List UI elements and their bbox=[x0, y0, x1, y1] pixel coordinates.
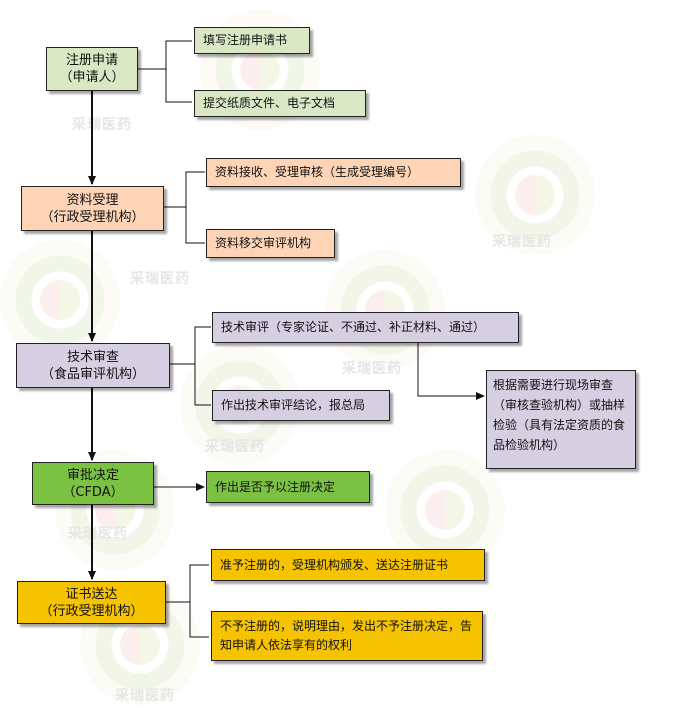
watermark-logo bbox=[475, 135, 595, 255]
action-issue-certificate: 准予注册的，受理机构颁发、送达注册证书 bbox=[211, 549, 485, 581]
connector-step5-actions bbox=[189, 564, 209, 638]
step-title: 注册申请 bbox=[65, 53, 118, 68]
step-title: 证书送达 bbox=[65, 586, 118, 602]
step-subtitle: （申请人） bbox=[59, 70, 125, 85]
step-technical-review: 技术审查 （食品审评机构） bbox=[16, 343, 170, 388]
step-subtitle: （行政受理机构） bbox=[39, 603, 144, 619]
action-reject-with-reasons: 不予注册的，说明理由，发出不予注册决定，告知申请人依法享有的权利 bbox=[211, 611, 483, 661]
step-subtitle: （CFDA） bbox=[62, 484, 124, 500]
watermark-text: 采瑞医药 bbox=[342, 361, 402, 377]
action-registration-decision: 作出是否予以注册决定 bbox=[206, 471, 370, 503]
watermark-text: 采瑞医药 bbox=[115, 688, 175, 704]
step-registration-application: 注册申请 （申请人） bbox=[46, 47, 138, 91]
step-title: 资料受理 bbox=[66, 192, 119, 208]
watermark-logo bbox=[0, 240, 120, 360]
step-document-acceptance: 资料受理 （行政受理机构） bbox=[21, 186, 164, 231]
action-submit-documents: 提交纸质文件、电子文档 bbox=[194, 90, 366, 117]
action-receive-and-review: 资料接收、受理审核（生成受理编号） bbox=[206, 158, 461, 187]
action-onsite-inspection-or-sampling: 根据需要进行现场审查（审核查验机构）或抽样检验（具有法定资质的食品检验机构） bbox=[486, 370, 636, 469]
step-subtitle: （行政受理机构） bbox=[40, 209, 145, 225]
action-fill-application-form: 填写注册申请书 bbox=[194, 27, 310, 54]
watermark-text: 采瑞医药 bbox=[492, 234, 552, 250]
step-subtitle: （食品审评机构） bbox=[40, 366, 145, 382]
connector-step3-sub-action bbox=[417, 343, 485, 400]
connector-step2-actions bbox=[185, 171, 205, 244]
step-certificate-delivery: 证书送达 （行政受理机构） bbox=[17, 581, 166, 624]
action-technical-evaluation: 技术审评（专家论证、不通过、补正材料、通过） bbox=[212, 312, 519, 343]
step-title: 审批决定 bbox=[66, 467, 119, 483]
step-approval-decision: 审批决定 （CFDA） bbox=[32, 462, 154, 505]
connector-step1-actions bbox=[165, 40, 192, 103]
watermark-text: 采瑞医药 bbox=[205, 439, 265, 455]
action-transfer-to-review: 资料移交审评机构 bbox=[206, 229, 335, 258]
step-title: 技术审查 bbox=[66, 349, 119, 365]
action-review-conclusion: 作出技术审评结论，报总局 bbox=[212, 390, 390, 421]
watermark-text: 采瑞医药 bbox=[68, 526, 128, 542]
connector-step3-actions bbox=[194, 326, 211, 406]
watermark-text: 采瑞医药 bbox=[72, 117, 132, 133]
watermark-text: 采瑞医药 bbox=[130, 271, 190, 287]
